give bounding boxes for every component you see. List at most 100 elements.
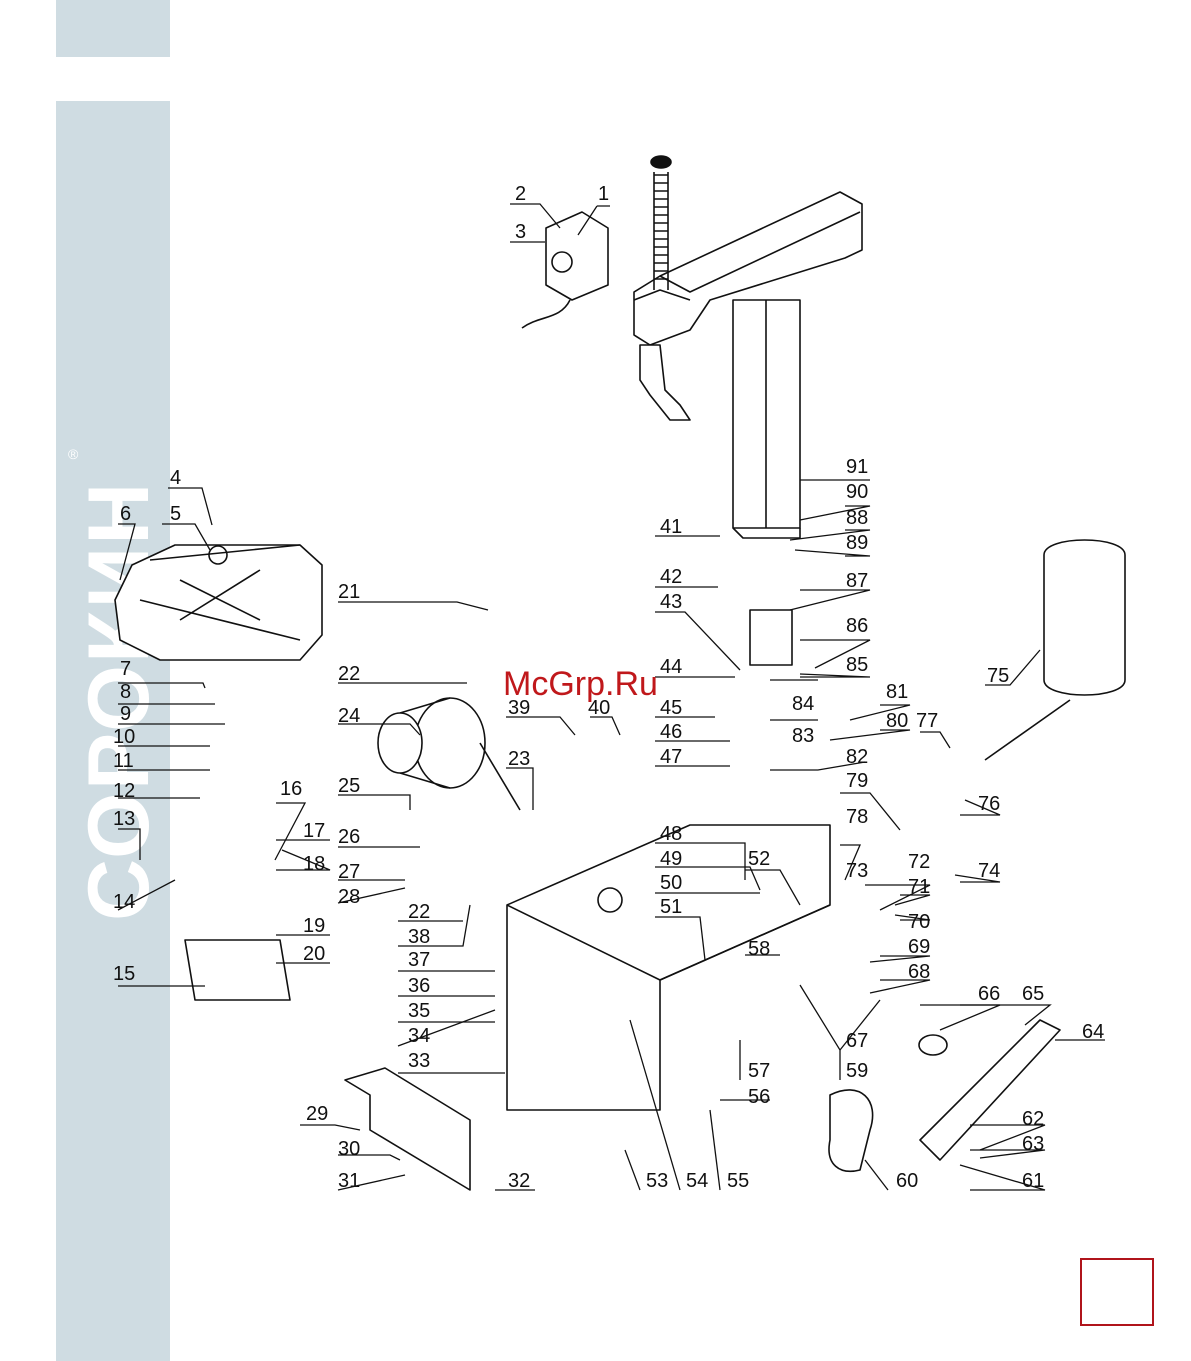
brand-logo: ® СОРОКИН ИНСТРУМЕНТ С ИМЕНЕМ: [56, 101, 219, 1361]
callout-54: 54: [686, 1170, 708, 1192]
callout-71: 71: [908, 876, 930, 898]
callout-64: 64: [1082, 1021, 1104, 1043]
callout-17: 17: [303, 820, 325, 842]
callout-90: 90: [846, 481, 868, 503]
callout-75: 75: [987, 665, 1009, 687]
sidebar-top-block: [56, 0, 170, 57]
callout-84: 84: [792, 693, 814, 715]
callout-58: 58: [748, 938, 770, 960]
brand-sidebar: ® СОРОКИН ИНСТРУМЕНТ С ИМЕНЕМ: [56, 101, 219, 1361]
callout-80: 80: [886, 710, 908, 732]
callout-35: 35: [408, 1000, 430, 1022]
callout-20: 20: [303, 943, 325, 965]
callout-labels: 1 2 3 4 5 6 7 8 9 10 11 12 13 14 15 16 1…: [113, 183, 1104, 1192]
callout-19: 19: [303, 915, 325, 937]
callout-43: 43: [660, 591, 682, 613]
callout-85: 85: [846, 654, 868, 676]
registered-mark: ®: [68, 446, 79, 462]
callout-16: 16: [280, 778, 302, 800]
callout-27: 27: [338, 861, 360, 883]
callout-13: 13: [113, 808, 135, 830]
callout-47: 47: [660, 746, 682, 768]
callout-91: 91: [846, 456, 868, 478]
callout-12: 12: [113, 780, 135, 802]
callout-55: 55: [727, 1170, 749, 1192]
callout-22a: 22: [338, 663, 360, 685]
callout-41: 41: [660, 516, 682, 538]
callout-31: 31: [338, 1170, 360, 1192]
callout-30: 30: [338, 1138, 360, 1160]
callout-88: 88: [846, 507, 868, 529]
callout-25: 25: [338, 775, 360, 797]
callout-65: 65: [1022, 983, 1044, 1005]
callout-46: 46: [660, 721, 682, 743]
callout-44: 44: [660, 656, 682, 678]
callout-66: 66: [978, 983, 1000, 1005]
callout-40: 40: [588, 697, 610, 719]
callout-69: 69: [908, 936, 930, 958]
callout-5: 5: [170, 503, 181, 525]
callout-73: 73: [846, 860, 868, 882]
callout-8: 8: [120, 681, 131, 703]
callout-48: 48: [660, 823, 682, 845]
callout-7: 7: [120, 658, 131, 680]
callout-56: 56: [748, 1086, 770, 1108]
callout-24: 24: [338, 705, 360, 727]
callout-49: 49: [660, 848, 682, 870]
callout-86: 86: [846, 615, 868, 637]
callout-23: 23: [508, 748, 530, 770]
callout-82: 82: [846, 746, 868, 768]
callout-63: 63: [1022, 1133, 1044, 1155]
callout-50: 50: [660, 872, 682, 894]
callout-4: 4: [170, 467, 181, 489]
callout-74: 74: [978, 860, 1000, 882]
callout-81: 81: [886, 681, 908, 703]
callout-2: 2: [515, 183, 526, 205]
callout-26: 26: [338, 826, 360, 848]
page-number-box: [1080, 1258, 1154, 1326]
callout-6: 6: [120, 503, 131, 525]
callout-45: 45: [660, 697, 682, 719]
callout-87: 87: [846, 570, 868, 592]
callout-57: 57: [748, 1060, 770, 1082]
callout-22b: 22: [408, 901, 430, 923]
callout-9: 9: [120, 703, 131, 725]
callout-32: 32: [508, 1170, 530, 1192]
callout-15: 15: [113, 963, 135, 985]
callout-51: 51: [660, 896, 682, 918]
callout-36: 36: [408, 975, 430, 997]
callout-28: 28: [338, 886, 360, 908]
callout-59: 59: [846, 1060, 868, 1082]
callout-18: 18: [303, 853, 325, 875]
callout-67: 67: [846, 1030, 868, 1052]
callout-38: 38: [408, 926, 430, 948]
watermark: McGrp.Ru: [503, 665, 658, 703]
callout-11: 11: [113, 750, 134, 772]
callout-42: 42: [660, 566, 682, 588]
callout-37: 37: [408, 949, 430, 971]
callout-3: 3: [515, 221, 526, 243]
callout-53: 53: [646, 1170, 668, 1192]
callout-29: 29: [306, 1103, 328, 1125]
callout-61: 61: [1022, 1170, 1044, 1192]
callout-21: 21: [338, 581, 360, 603]
callout-83: 83: [792, 725, 814, 747]
callout-leaders: [117, 203, 1105, 1191]
callout-60: 60: [896, 1170, 918, 1192]
callout-52: 52: [748, 848, 770, 870]
callout-78: 78: [846, 806, 868, 828]
callout-89: 89: [846, 532, 868, 554]
callout-1: 1: [598, 183, 609, 205]
callout-72: 72: [908, 851, 930, 873]
callout-39: 39: [508, 697, 530, 719]
callout-70: 70: [908, 911, 930, 933]
callout-76: 76: [978, 793, 1000, 815]
callout-62: 62: [1022, 1108, 1044, 1130]
callout-10: 10: [113, 726, 135, 748]
callout-14: 14: [113, 891, 135, 913]
callout-34: 34: [408, 1025, 430, 1047]
callout-77: 77: [916, 710, 938, 732]
part-drawings: [114, 155, 1126, 1191]
callout-68: 68: [908, 961, 930, 983]
